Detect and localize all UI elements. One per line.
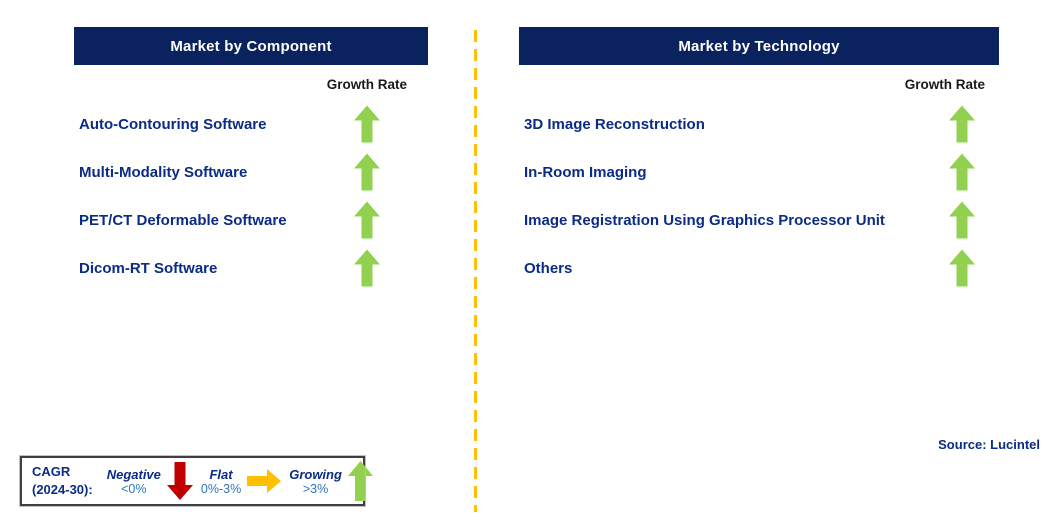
legend-entry-range: >3% — [302, 481, 329, 496]
source-attribution: Source: Lucintel — [938, 437, 1040, 452]
legend-entry-growing: Growing >3% — [289, 467, 342, 496]
list-item: 3D Image Reconstruction — [519, 100, 999, 148]
flat-right-arrow-icon — [247, 469, 282, 493]
growth-up-arrow-icon — [949, 153, 975, 191]
growth-rate-label: Growth Rate — [326, 77, 407, 92]
segment-label: Multi-Modality Software — [79, 163, 248, 181]
panel-market-by-technology: Market by Technology Growth Rate 3D Imag… — [519, 27, 999, 287]
legend-entry-range: 0%-3% — [200, 481, 242, 496]
panel-title: Market by Component — [74, 27, 428, 65]
segment-label: 3D Image Reconstruction — [524, 115, 705, 133]
segment-label: Auto-Contouring Software — [79, 115, 267, 133]
negative-down-arrow-icon — [166, 462, 193, 500]
segment-label: PET/CT Deformable Software — [79, 211, 287, 229]
legend-entry-flat: Flat 0%-3% — [201, 467, 241, 496]
list-item: Others — [519, 244, 999, 292]
growth-up-arrow-icon — [949, 249, 975, 287]
list-item: Image Registration Using Graphics Proces… — [519, 196, 999, 244]
cagr-legend: CAGR (2024-30): Negative <0% Flat 0%-3% … — [19, 455, 373, 507]
cagr-legend-title: CAGR (2024-30): — [32, 463, 93, 498]
list-item: PET/CT Deformable Software — [74, 196, 428, 244]
segment-label: Image Registration Using Graphics Proces… — [524, 211, 885, 229]
growth-up-arrow-icon — [354, 153, 380, 191]
growth-up-arrow-icon — [354, 105, 380, 143]
list-item: In-Room Imaging — [519, 148, 999, 196]
legend-entry-name: Flat — [209, 466, 233, 482]
legend-entry-negative: Negative <0% — [107, 467, 161, 496]
growth-up-arrow-icon — [949, 201, 975, 239]
panel-market-by-component: Market by Component Growth Rate Auto-Con… — [74, 27, 428, 287]
legend-entry-name: Growing — [289, 466, 342, 482]
growth-rate-label: Growth Rate — [904, 77, 985, 92]
cagr-legend-title-line1: CAGR — [32, 464, 71, 480]
list-item: Dicom-RT Software — [74, 244, 428, 292]
growth-up-arrow-icon — [949, 105, 975, 143]
panel-title: Market by Technology — [519, 27, 999, 65]
cagr-legend-title-line2: (2024-30): — [32, 482, 93, 497]
segment-label: Others — [524, 259, 573, 277]
growing-up-arrow-icon — [347, 461, 373, 501]
list-item: Auto-Contouring Software — [74, 100, 428, 148]
segment-list: Auto-Contouring Software Multi-Modality … — [74, 100, 428, 292]
segment-list: 3D Image Reconstruction In-Room Imaging … — [519, 100, 999, 292]
legend-entry-range: <0% — [121, 481, 147, 496]
growth-up-arrow-icon — [354, 201, 380, 239]
segment-label: Dicom-RT Software — [79, 259, 218, 277]
segment-label: In-Room Imaging — [524, 163, 647, 181]
legend-entry-name: Negative — [106, 466, 161, 482]
list-item: Multi-Modality Software — [74, 148, 428, 196]
growth-up-arrow-icon — [354, 249, 380, 287]
dashed-divider-line — [474, 30, 477, 512]
